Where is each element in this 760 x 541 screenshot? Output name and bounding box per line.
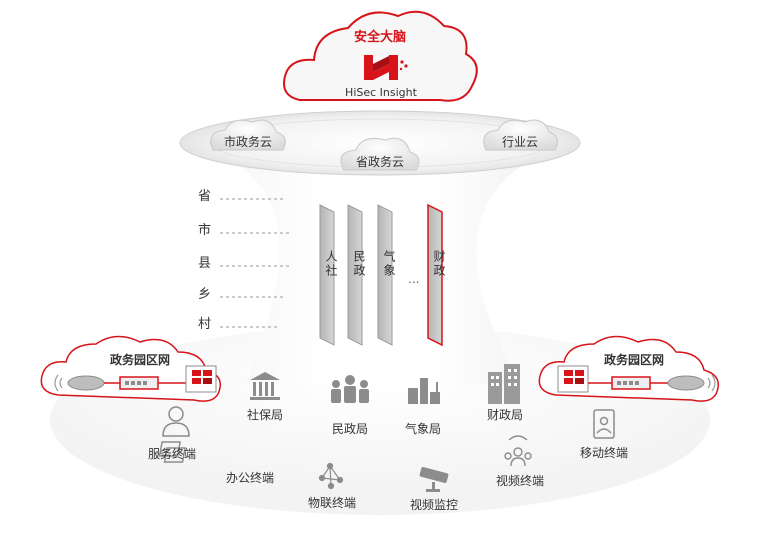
civil-bureau-icon <box>331 375 369 403</box>
hisec-logo <box>364 55 408 80</box>
security-brain-cloud <box>283 10 478 102</box>
bureau-weather-label: 气象局 <box>404 422 442 436</box>
level-township: 乡 <box>198 287 212 302</box>
panel-weather-label: 气象 <box>382 250 396 278</box>
terminal-service-label: 服务终端 <box>147 447 197 461</box>
mobile-terminal-icon <box>593 409 615 439</box>
service-terminal-icon <box>162 406 190 437</box>
cloud-industry-label: 行业云 <box>501 135 539 149</box>
bureau-social-label: 社保局 <box>246 408 284 422</box>
panel-finance <box>427 203 443 347</box>
brain-title: 安全大脑 <box>353 30 407 45</box>
terminal-video-label: 视频终端 <box>495 474 545 488</box>
terminal-camera-label: 视频监控 <box>409 498 459 512</box>
panel-hr <box>319 204 335 346</box>
department-panels <box>319 203 443 347</box>
camera-icon <box>419 466 449 492</box>
cloud-city <box>210 119 286 151</box>
panel-weather <box>377 204 393 346</box>
video-terminal-icon <box>504 435 532 467</box>
cloud-province <box>340 137 420 171</box>
terminal-iot-label: 物联终端 <box>307 496 357 510</box>
iot-terminal-icon <box>318 462 344 490</box>
finance-bureau-icon <box>488 364 520 404</box>
level-city: 市 <box>198 223 212 238</box>
cloud-industry <box>483 119 558 151</box>
panel-ellipsis: ... <box>408 272 420 286</box>
social-bureau-icon <box>250 372 280 400</box>
panel-civil <box>347 204 363 346</box>
park-cloud-left <box>40 335 221 402</box>
panel-civil-label: 民政 <box>352 250 366 278</box>
cloud-province-label: 省政务云 <box>355 155 405 169</box>
bureau-finance-label: 财政局 <box>486 408 524 422</box>
cloud-city-label: 市政务云 <box>223 135 273 149</box>
panel-hr-label: 人社 <box>324 250 338 278</box>
park-cloud-right <box>538 335 719 402</box>
panel-finance-label: 财政 <box>432 250 446 278</box>
level-lines <box>220 198 290 328</box>
terminal-mobile-label: 移动终端 <box>579 446 629 460</box>
park-left-label: 政务园区网 <box>110 353 171 367</box>
terminal-office-label: 办公终端 <box>225 471 275 485</box>
level-village: 村 <box>198 317 212 332</box>
level-county: 县 <box>198 256 212 271</box>
weather-bureau-icon <box>408 378 440 404</box>
brain-product-name: HiSec Insight <box>345 86 417 99</box>
bureau-civil-label: 民政局 <box>331 422 369 436</box>
office-terminal-icon <box>158 441 186 463</box>
park-right-label: 政务园区网 <box>604 353 665 367</box>
level-province: 省 <box>198 189 212 204</box>
